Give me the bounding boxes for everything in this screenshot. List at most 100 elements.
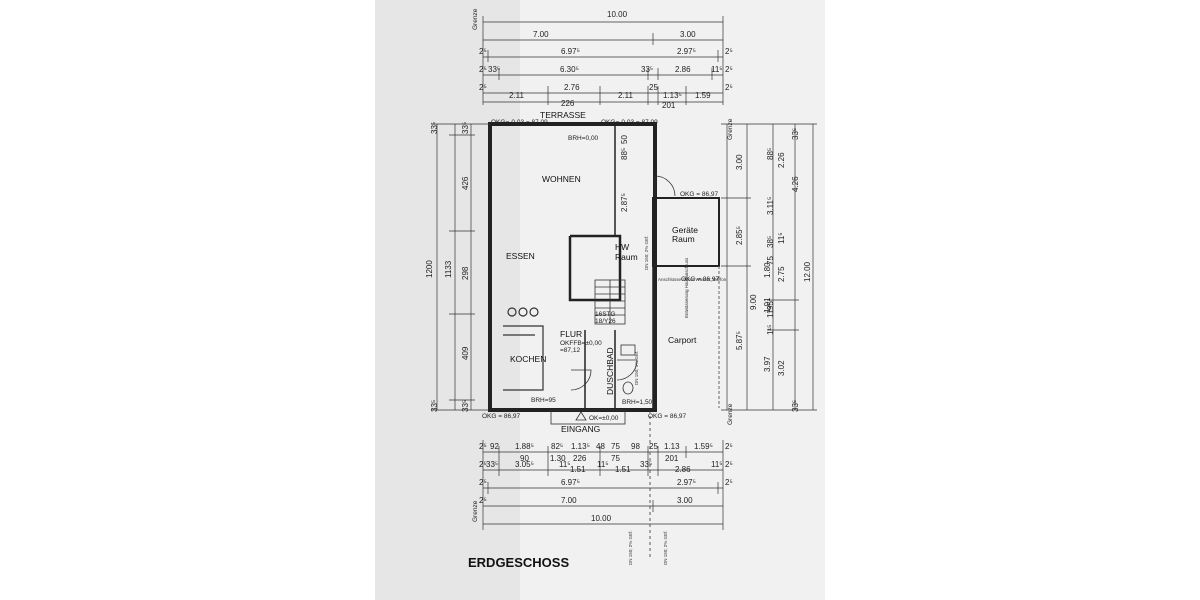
stool-3 (529, 307, 539, 317)
dim-label: 33⁵ (430, 400, 439, 412)
dim-label: 48 (596, 442, 605, 451)
level-brh-top: BRH=0,00 (568, 135, 599, 142)
dim-label: 2⁵ (479, 83, 487, 92)
bath-fixtures (620, 344, 636, 395)
dim-label: 12.00 (803, 261, 812, 282)
dim-label: 1.88⁵ (515, 442, 534, 451)
note-anschl: Anschlüsse Strom Wasser Telefon (658, 277, 727, 282)
floor-title: ERDGESCHOSS (468, 555, 569, 570)
entrance-marker (575, 411, 587, 421)
dim-label: 2.86 (675, 65, 691, 74)
bottom-dimension-lines (482, 440, 724, 530)
toilet (622, 381, 634, 395)
interior-dim: 50 (620, 135, 629, 144)
level-okg-bottom-right: OKG = 86,97 (648, 413, 687, 420)
dim-label: 33⁵ (430, 122, 439, 134)
dim-label: 33⁵ (640, 460, 652, 469)
dim-label: 33⁵ (486, 460, 498, 469)
dim-label: 11⁵ (777, 232, 786, 244)
dim-label: 4.26 (791, 176, 800, 192)
dim-label: 2⁵ (725, 442, 733, 451)
dim-label: 82⁵ (551, 442, 563, 451)
level-okg-geraete: OKG = 86,97 (680, 191, 719, 198)
level-okffb-1: OKFFB=±0,00 (560, 340, 602, 347)
dim-label: 1.80 (763, 262, 772, 278)
dim-label: 3.00 (735, 154, 744, 170)
dim-label: 426 (461, 176, 470, 190)
dim-label: 33⁵ (791, 128, 800, 140)
dim-label: 1.51 (615, 465, 631, 474)
dim-label: 33⁵ (461, 400, 470, 412)
dim-left-inner: 1133 (444, 260, 453, 278)
label-eingang: EINGANG (561, 424, 600, 434)
room-geraete-1: Geräte (672, 225, 698, 235)
top-dimension-lines (482, 16, 724, 105)
room-geraete-2: Raum (672, 234, 695, 244)
dim-label: 38⁵ (766, 236, 775, 248)
boundary-label-bottom: Grenze (472, 500, 479, 522)
dim-label: 226 (561, 99, 575, 108)
right-dimension-lines (721, 123, 817, 411)
dim-label: 98 (631, 442, 640, 451)
dim-label: 7.00 (561, 496, 577, 505)
dim-label: 1.59⁵ (694, 442, 713, 451)
stool-2 (518, 307, 528, 317)
door-geraete (654, 175, 676, 197)
dim-label: 11⁵ (766, 306, 775, 318)
room-hw-1: HW (615, 242, 629, 252)
dim-label: 1.13⁵ (663, 91, 682, 100)
dim-top-3: 3.00 (680, 30, 696, 39)
dim-label: 88⁵ (766, 148, 775, 160)
dim-label: 2.26 (777, 152, 786, 168)
room-wohnen: WOHNEN (542, 174, 581, 184)
room-hw-2: Raum (615, 252, 638, 262)
dim-left-total: 1200 (425, 260, 434, 278)
note-entw: Entwässerung Hausanschluss (684, 257, 689, 318)
kitchen-counter (503, 307, 544, 391)
boundary-label-right: Grenze (727, 118, 734, 140)
dim-label: 2.97⁵ (677, 47, 696, 56)
dim-label: 11⁵ (597, 460, 609, 469)
dim-label: 11⁵ (711, 65, 723, 74)
dim-label: 6.97⁵ (561, 478, 580, 487)
sink (620, 344, 636, 356)
left-dimension-lines (431, 123, 490, 411)
interior-dim: 2.87⁵ (620, 193, 629, 212)
dim-label: 2⁵ (725, 478, 733, 487)
interior-dim: 88⁵ (620, 148, 629, 160)
dim-label: 75 (611, 442, 620, 451)
dim-label: 1.13⁵ (571, 442, 590, 451)
door-flur (570, 369, 592, 391)
dim-label: 3.11⁵ (766, 197, 775, 215)
stair-steps: 16STG (595, 311, 616, 318)
door-swings (570, 175, 676, 391)
dim-label: 2⁵ (725, 65, 733, 74)
dim-label: 25 (649, 442, 658, 451)
label-terrasse: TERRASSE (540, 110, 586, 120)
dim-label: 1¹⁵ (766, 325, 775, 335)
door-bad (616, 359, 638, 381)
boundary-label-right-bottom: Grenze (727, 403, 734, 425)
staircase (594, 279, 626, 325)
floor-plan-drawing: 10.00 7.00 3.00 2⁵ 6.97⁵ 2.97⁵ 2⁵ 2⁵ 33⁵… (425, 8, 817, 570)
paper-fold-left (375, 0, 520, 600)
dim-label: 92 (490, 442, 499, 451)
dim-label: 3.00 (677, 496, 693, 505)
stair-ratio: 18/Y26 (595, 318, 616, 325)
dim-label: 2⁵ (479, 496, 487, 505)
dim-label: 33⁵ (488, 65, 500, 74)
dim-label: 1.30 (550, 454, 566, 463)
room-duschbad: DUSCHBAD (605, 347, 615, 395)
dim-label: 2⁵ (479, 47, 487, 56)
dim-label: 9.00 (749, 294, 758, 310)
level-brh-bottom-left: BRH=95 (531, 397, 556, 404)
level-ok-eingang: OK=±0,00 (589, 415, 619, 422)
dim-label: 1.13 (664, 442, 680, 451)
dim-top-total: 10.00 (607, 10, 628, 19)
dim-label: 2.11 (509, 91, 525, 100)
dim-bottom-total: 10.00 (591, 514, 612, 523)
room-carport: Carport (668, 335, 697, 345)
room-kochen: KOCHEN (510, 354, 546, 364)
dim-label: 2.75 (777, 266, 786, 282)
note-dn-1: DN 150; 2% GEf. (644, 235, 649, 270)
